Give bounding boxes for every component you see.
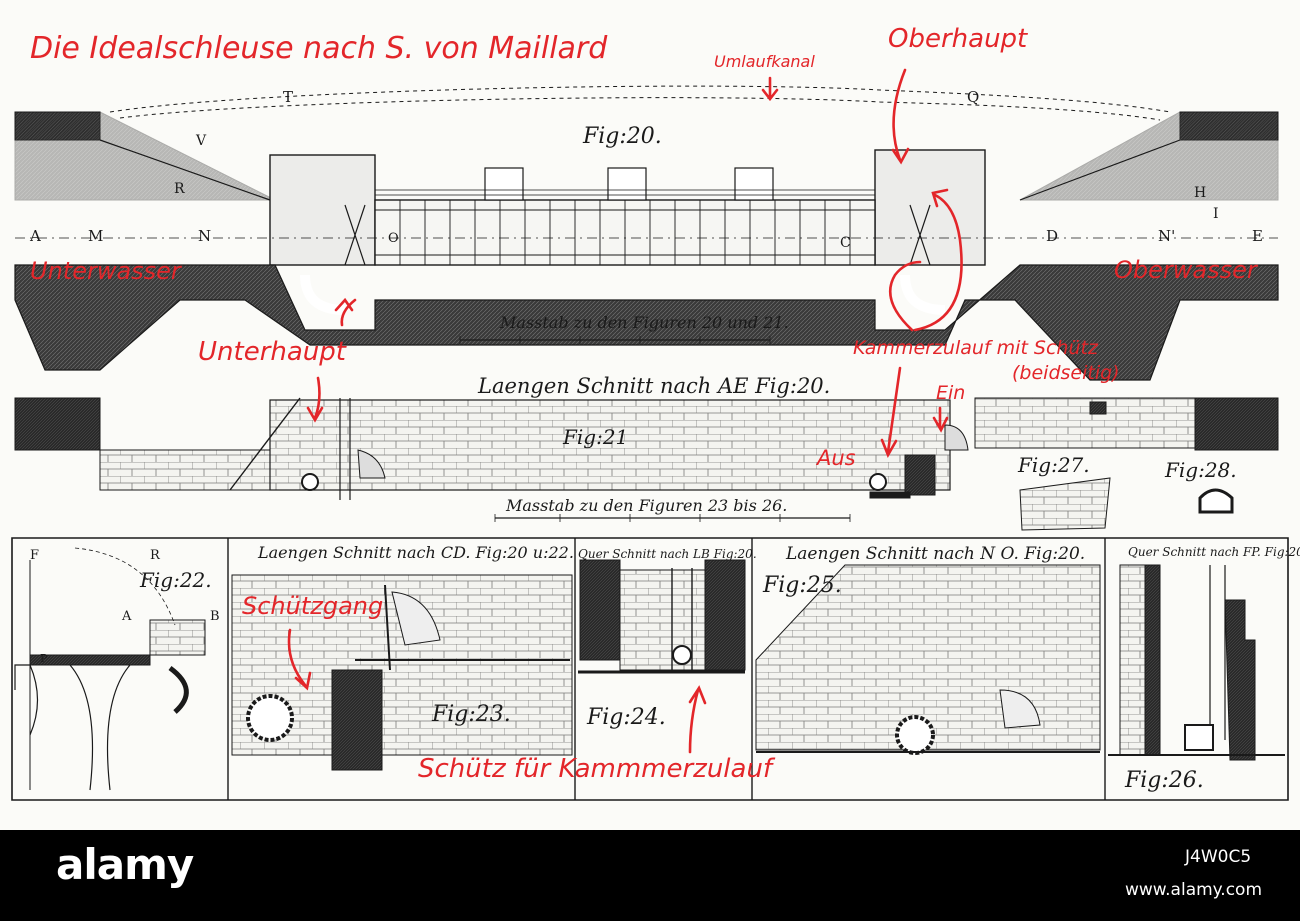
masstab-23-26: Masstab zu den Figuren 23 bis 26.: [506, 496, 788, 515]
laengen-schnitt-ae: Laengen Schnitt nach AE Fig:20.: [478, 374, 831, 398]
ein-label: Ein: [936, 382, 966, 404]
fig22-drawing: [14, 547, 206, 791]
plan-letter-e: E: [1252, 227, 1263, 245]
lock-drawing: [11, 68, 1289, 801]
schuetzgang-label: Schützgang: [242, 592, 384, 620]
fig27-28: [1019, 477, 1234, 531]
plan-letter-v: V: [196, 133, 207, 149]
plan-letter-o: O: [388, 231, 399, 246]
fig20-caption: Fig:20.: [583, 124, 662, 149]
fig23-caption: Fig:23.: [432, 702, 511, 727]
beidseitig-label: (beidseitig): [1012, 362, 1120, 384]
fig23-drawing: [231, 574, 573, 771]
plan-letter-a: A: [30, 227, 41, 245]
fig22-letter-a: A: [122, 609, 132, 624]
fig20-plan: [14, 85, 1279, 381]
fig22-caption: Fig:22.: [140, 568, 212, 592]
brand-logo: alamy: [56, 840, 194, 889]
plan-letter-r: R: [174, 181, 185, 197]
fig22-letter-f: F: [30, 548, 40, 563]
plan-letter-h: H: [1194, 185, 1207, 201]
fig22-letter-p: P: [40, 652, 48, 665]
fig24-drawing: [578, 559, 746, 674]
quer-schnitt-fp: Quer Schnitt nach FP. Fig:20.: [1128, 545, 1300, 559]
fig24-caption: Fig:24.: [587, 705, 666, 730]
fig26-drawing: [1108, 564, 1285, 761]
laengen-schnitt-no: Laengen Schnitt nach N O. Fig:20.: [786, 544, 1086, 564]
annotation-arrows: [287, 68, 963, 754]
laengen-schnitt-cd: Laengen Schnitt nach CD. Fig:20 u:22.: [258, 543, 574, 562]
plan-letter-c: C: [840, 235, 851, 251]
fig21-caption: Fig:21: [563, 425, 629, 449]
title-annotation: Die Idealschleuse nach S. von Maillard: [30, 31, 608, 66]
plan-letter-m: M: [88, 227, 104, 245]
scale-bar-23-26: [494, 514, 851, 522]
plan-letter-q: Q: [967, 88, 980, 106]
oberwasser-label: Oberwasser: [1114, 256, 1257, 284]
fig28-caption: Fig:28.: [1165, 458, 1237, 482]
fig27-caption: Fig:27.: [1018, 453, 1090, 477]
kammerzulauf-label: Kammerzulauf mit Schütz: [853, 337, 1098, 359]
plan-letter-d: D: [1046, 227, 1059, 245]
plan-letter-n-prime: N': [1158, 227, 1176, 245]
unterhaupt-label: Unterhaupt: [198, 337, 346, 367]
site-url: www.alamy.com: [1125, 880, 1263, 900]
fig25-caption: Fig:25.: [763, 573, 842, 598]
engraving-plate: Die Idealschleuse nach S. von Maillard U…: [11, 24, 1300, 801]
lower-panels: [11, 537, 1289, 801]
fig22-letter-b: B: [210, 609, 220, 624]
oberhaupt-label: Oberhaupt: [888, 24, 1028, 54]
fig21-section: [14, 397, 1279, 500]
fig25-drawing: [755, 564, 1101, 755]
stock-footer-bar: [0, 830, 1300, 921]
unterwasser-label: Unterwasser: [30, 257, 181, 285]
umlaufkanal-label: Umlaufkanal: [714, 52, 815, 71]
image-id: J4W0C5: [1185, 847, 1252, 867]
plan-letter-t: T: [283, 88, 294, 106]
fig26-caption: Fig:26.: [1125, 768, 1204, 793]
plan-letter-i: I: [1213, 206, 1219, 222]
scale-bar-20-21: [459, 336, 771, 344]
plan-letter-n: N: [198, 227, 212, 245]
masstab-20-21: Masstab zu den Figuren 20 und 21.: [500, 313, 789, 332]
schuetz-kammerzulauf-label: Schütz für Kammmerzulauf: [418, 754, 773, 784]
fig22-letter-r: R: [150, 548, 160, 563]
aus-label: Aus: [817, 446, 856, 470]
quer-schnitt-lb: Quer Schnitt nach LB Fig:20.: [578, 547, 757, 561]
